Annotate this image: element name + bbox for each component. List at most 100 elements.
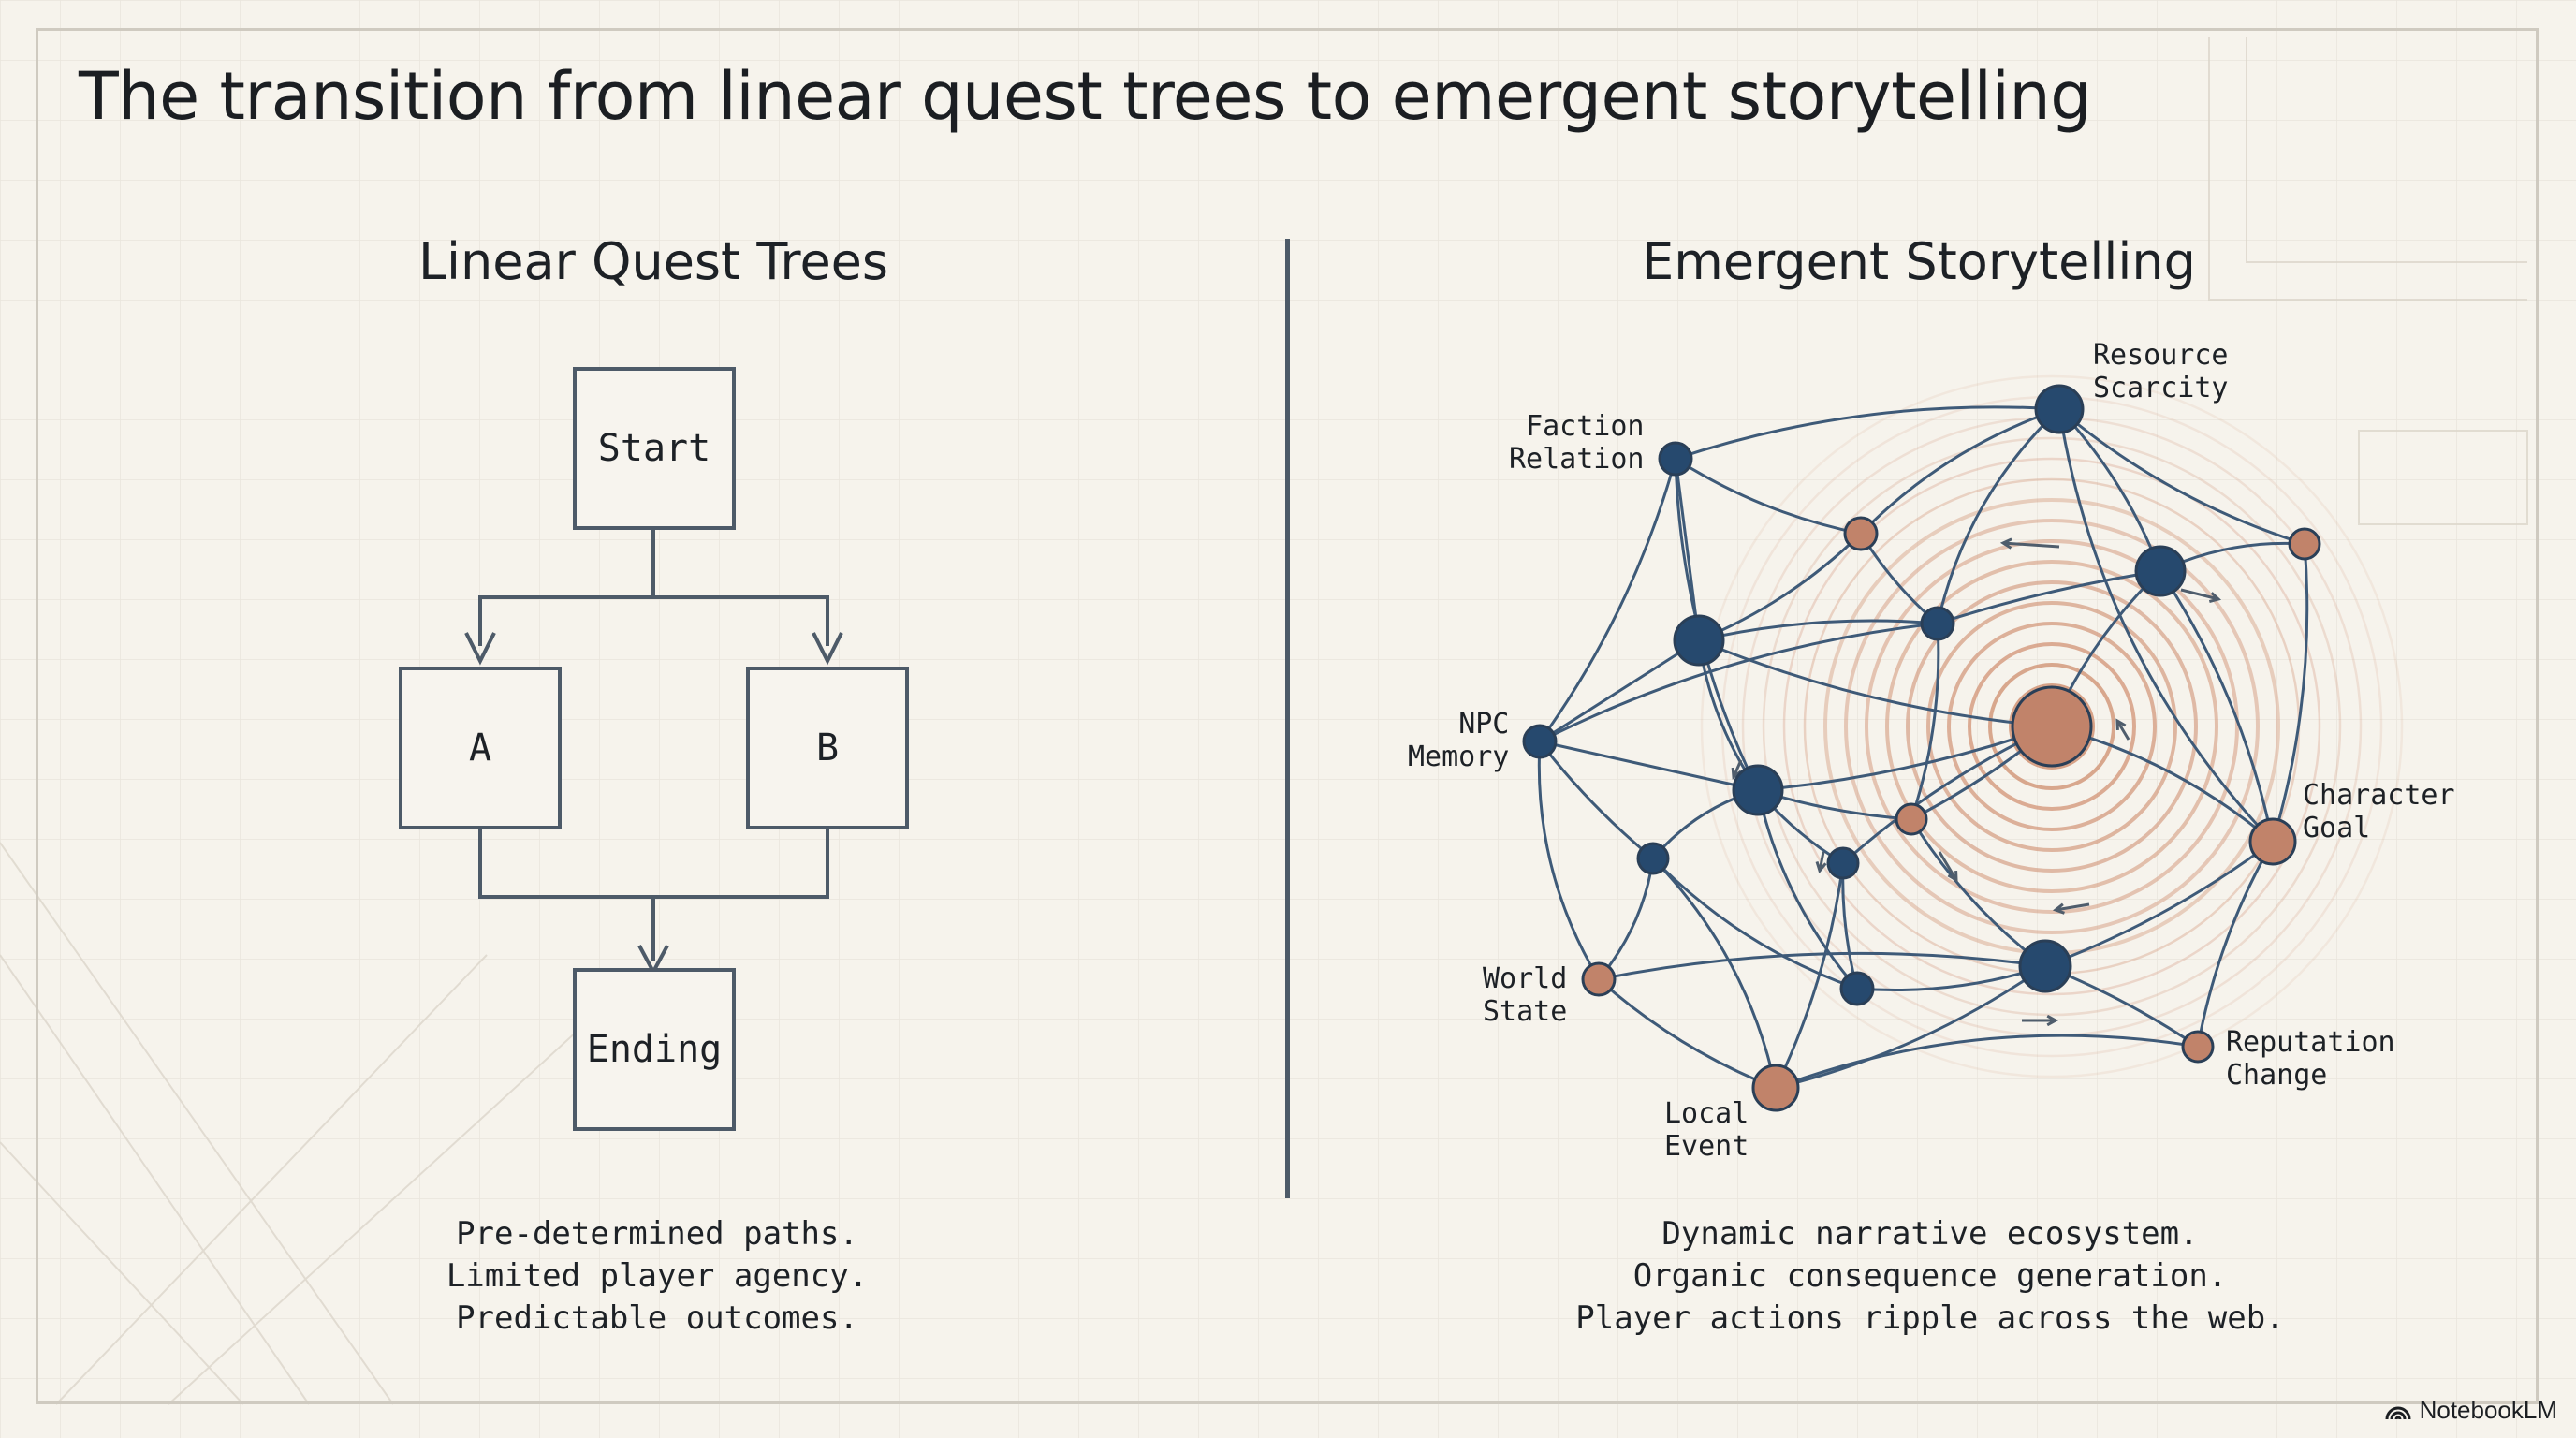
network-edge	[2058, 407, 2305, 546]
linear-caption-line-1: Pre-determined paths.	[456, 1215, 858, 1253]
network-node-n3	[1920, 606, 1955, 641]
network-edge	[1675, 457, 1862, 536]
ripple-ring	[1988, 663, 2115, 790]
network-edge	[1859, 407, 2060, 536]
quest-node-b: B	[746, 667, 909, 829]
network-edge	[1597, 858, 1655, 980]
brand-label: NotebookLM	[2419, 1396, 2557, 1424]
ripple-ring	[1906, 580, 2198, 873]
flow-arrow	[2022, 1014, 2059, 1027]
notebooklm-logo-icon	[2385, 1406, 2411, 1419]
flow-arrow	[2052, 902, 2090, 915]
label-reputation-change: Reputation Change	[2226, 1026, 2395, 1092]
network-edge	[1698, 619, 1939, 642]
network-node-fr	[1658, 441, 1693, 477]
network-edge	[1841, 862, 1859, 990]
label-faction-relation: Faction Relation	[1509, 410, 1645, 476]
network-edge	[1775, 1034, 2199, 1090]
network-node-rc	[2181, 1030, 2215, 1064]
network-edge	[2196, 841, 2275, 1048]
flow-arrow	[2115, 718, 2130, 741]
network-node-n5	[2288, 527, 2321, 561]
network-edge	[1675, 405, 2060, 461]
network-node-ws	[1581, 961, 1617, 997]
network-node-center	[2011, 685, 2093, 768]
network-edge	[1774, 862, 1845, 1089]
network-node-npc	[1522, 724, 1558, 759]
network-edge	[1598, 951, 2046, 981]
quest-node-start: Start	[573, 367, 736, 530]
network-edge	[1756, 789, 1859, 990]
notebooklm-brand: NotebookLM	[2384, 1396, 2557, 1425]
network-edge	[1859, 533, 1939, 625]
network-edge	[1936, 407, 2061, 624]
network-edge	[2057, 407, 2162, 572]
emergent-caption-line-1: Dynamic narrative ecosystem.	[1661, 1215, 2199, 1253]
network-edge	[1538, 741, 1654, 860]
emergent-storytelling-heading: Emergent Storytelling	[1642, 232, 2196, 291]
slide-frame	[36, 28, 2539, 1404]
linear-caption-line-3: Predictable outcomes.	[456, 1299, 858, 1337]
network-node-n4	[2134, 545, 2187, 597]
network-edge	[1598, 977, 1777, 1090]
network-edge	[2271, 543, 2309, 843]
network-node-n9	[1895, 802, 1928, 836]
emergent-caption: Dynamic narrative ecosystem. Organic con…	[1462, 1213, 2398, 1340]
network-node-n11	[1839, 971, 1875, 1006]
slide-title: The transition from linear quest trees t…	[79, 58, 2092, 135]
label-world-state: World State	[1483, 962, 1568, 1028]
network-node-n1	[1673, 614, 1725, 667]
network-edge	[1775, 964, 2046, 1090]
flow-arrow	[1999, 537, 2060, 550]
ripple-ring	[1885, 560, 2218, 893]
network-nodes	[1522, 384, 2321, 1112]
network-node-n6	[1843, 516, 1879, 551]
panel-divider	[1285, 239, 1290, 1198]
emergent-caption-line-3: Player actions ripple across the web.	[1575, 1299, 2285, 1337]
linear-quest-trees-heading: Linear Quest Trees	[417, 232, 889, 291]
network-node-n7	[1636, 842, 1670, 875]
network-node-n8	[1826, 846, 1860, 880]
ripple-ring	[1762, 436, 2342, 1017]
quest-node-a: A	[399, 667, 562, 829]
network-node-rs	[2034, 384, 2085, 434]
ripple-ring	[1700, 374, 2404, 1078]
flow-arrow	[1815, 851, 1827, 874]
ripple-ring	[1782, 457, 2321, 996]
network-edge	[1698, 638, 2053, 728]
flow-arrow	[1938, 851, 1958, 883]
network-node-n10	[2018, 939, 2072, 993]
ripple-ring	[2009, 683, 2095, 770]
ripple-ring	[1947, 622, 2157, 831]
label-local-event: Local Event	[1664, 1097, 1749, 1163]
emergent-caption-line-2: Organic consequence generation.	[1632, 1257, 2228, 1295]
network-edge	[2057, 408, 2275, 844]
network-node-n2	[1732, 764, 1784, 816]
network-edge	[1539, 740, 1759, 792]
ripple-ring	[1844, 519, 2260, 934]
network-edge	[1651, 857, 1858, 990]
network-node-le	[1751, 1064, 1800, 1112]
network-edge	[2044, 840, 2274, 968]
ripple-ring	[1865, 539, 2239, 914]
network-edge	[1538, 458, 1677, 742]
quest-node-ending: Ending	[573, 968, 736, 1131]
flow-arrow	[2180, 588, 2222, 603]
linear-caption-line-2: Limited player agency.	[446, 1257, 869, 1295]
network-node-cg	[2248, 817, 2297, 866]
network-edge	[1937, 569, 2161, 625]
linear-caption: Pre-determined paths. Limited player age…	[189, 1213, 1125, 1340]
ripple-rings	[1700, 374, 2404, 1078]
ripple-ring	[1926, 601, 2177, 852]
label-character-goal: Character Goal	[2303, 779, 2455, 844]
network-edge	[1651, 857, 1778, 1089]
network-edge	[1539, 638, 1700, 743]
flow-arrows	[1731, 537, 2222, 1027]
network-edge	[1537, 741, 1601, 980]
label-resource-scarcity: Resource Scarcity	[2093, 339, 2229, 404]
network-edge	[1698, 532, 1863, 642]
network-edge	[1757, 725, 2053, 792]
label-npc-memory: NPC Memory	[1408, 708, 1510, 773]
network-edge	[1539, 622, 1939, 743]
